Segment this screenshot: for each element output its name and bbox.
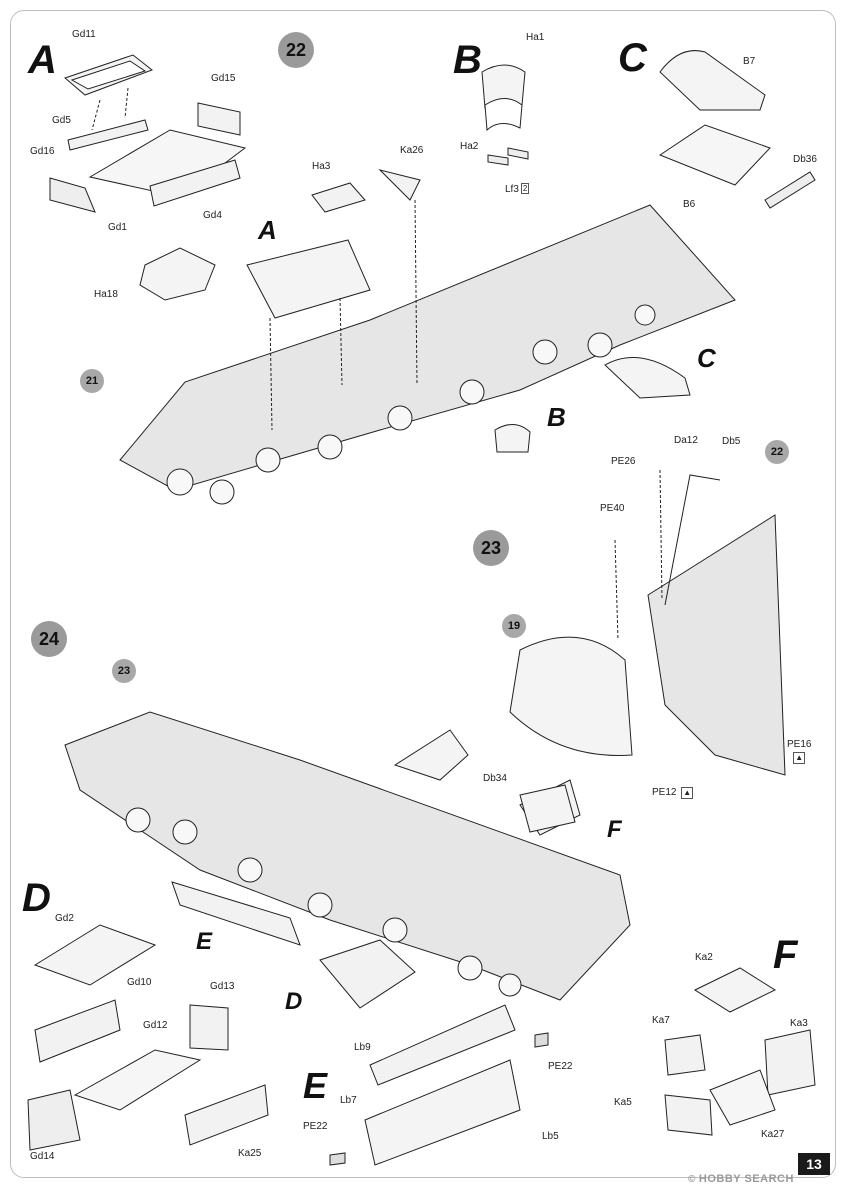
part-label-gd16: Gd16: [30, 146, 55, 157]
part-label-ha18: Ha18: [94, 289, 118, 300]
part-label-ha2: Ha2: [460, 141, 479, 152]
part-label-pe12: PE12 ▲: [652, 787, 694, 799]
part-label-gd14: Gd14: [30, 1151, 55, 1162]
section-callout-d: D: [285, 988, 303, 1015]
part-label-lf3-text: Lf3: [505, 184, 519, 195]
section-callout-c: C: [697, 343, 716, 373]
part-label-da12: Da12: [674, 435, 698, 446]
part-label-gd2: Gd2: [55, 913, 74, 924]
reference-step-21: 21: [80, 369, 104, 393]
part-label-ka26: Ka26: [400, 145, 424, 156]
section-callout-f: F: [607, 816, 622, 843]
subassembly-e-parts: [329, 1004, 549, 1166]
subassembly-b-parts: [481, 64, 529, 166]
part-label-ka7: Ka7: [652, 1015, 670, 1026]
part-label-pe16: PE16 ▲: [787, 740, 811, 764]
part-label-gd5: Gd5: [52, 115, 71, 126]
part-label-gd11: Gd11: [72, 29, 96, 40]
hull-step-22: [119, 199, 736, 505]
part-label-pe22-left: PE22: [303, 1121, 328, 1132]
part-label-gd12: Gd12: [143, 1020, 168, 1031]
part-label-gd1: Gd1: [108, 222, 127, 233]
subassembly-c-parts: [658, 50, 816, 209]
copyright-icon: ©: [688, 1173, 696, 1185]
section-label-f: F: [773, 933, 798, 977]
part-label-db34: Db34: [483, 773, 507, 784]
part-label-b7: B7: [743, 56, 756, 67]
part-label-b6: B6: [683, 199, 696, 210]
quantity-box-lf3: 2: [520, 183, 530, 194]
watermark: © HOBBY SEARCH: [688, 1171, 840, 1187]
part-label-ka3: Ka3: [790, 1018, 808, 1029]
part-label-ka27: Ka27: [761, 1129, 785, 1140]
photo-etch-icon: ▲: [793, 752, 806, 764]
part-label-pe40: PE40: [600, 503, 625, 514]
part-label-pe12-text: PE12: [652, 787, 677, 798]
section-label-e: E: [303, 1065, 328, 1106]
part-label-ha3: Ha3: [312, 161, 331, 172]
section-label-a: A: [28, 38, 57, 82]
watermark-text: HOBBY SEARCH: [698, 1173, 794, 1185]
step-number-22: 22: [278, 32, 314, 68]
part-label-pe22-right: PE22: [548, 1061, 573, 1072]
section-callout-b: B: [547, 402, 566, 432]
reference-step-19: 19: [502, 614, 526, 638]
part-label-lb7: Lb7: [340, 1095, 357, 1106]
subassembly-d-parts: [27, 924, 269, 1151]
section-label-d: D: [22, 876, 51, 920]
photo-etch-icon: ▲: [681, 787, 694, 799]
hull-rear-step-23: [509, 469, 786, 776]
part-label-db36: Db36: [793, 154, 817, 165]
section-label-b: B: [453, 38, 482, 82]
part-label-pe16-text: PE16: [787, 739, 812, 750]
reference-step-23: 23: [112, 659, 136, 683]
part-label-gd10: Gd10: [127, 977, 152, 988]
part-label-lb9: Lb9: [354, 1042, 371, 1053]
section-callout-a: A: [258, 215, 277, 245]
part-label-ka2: Ka2: [695, 952, 713, 963]
part-label-pe26: PE26: [611, 456, 636, 467]
part-label-lb5: Lb5: [542, 1131, 559, 1142]
step-number-23: 23: [473, 530, 509, 566]
page-frame: [10, 10, 836, 1178]
hull-step-24: [64, 711, 631, 1009]
step-number-24: 24: [31, 621, 67, 657]
part-label-db5: Db5: [722, 436, 741, 447]
part-label-ka25: Ka25: [238, 1148, 262, 1159]
reference-step-22: 22: [765, 440, 789, 464]
part-label-ha1: Ha1: [526, 32, 545, 43]
page-number: 13: [798, 1153, 830, 1175]
subassembly-a-parts: [49, 54, 247, 213]
part-label-gd15: Gd15: [211, 73, 236, 84]
part-label-gd13: Gd13: [210, 981, 235, 992]
subassembly-f-parts: [519, 784, 816, 1136]
part-label-ka5: Ka5: [614, 1097, 632, 1108]
part-label-gd4: Gd4: [203, 210, 222, 221]
section-label-c: C: [618, 36, 647, 80]
section-callout-e: E: [196, 928, 213, 955]
